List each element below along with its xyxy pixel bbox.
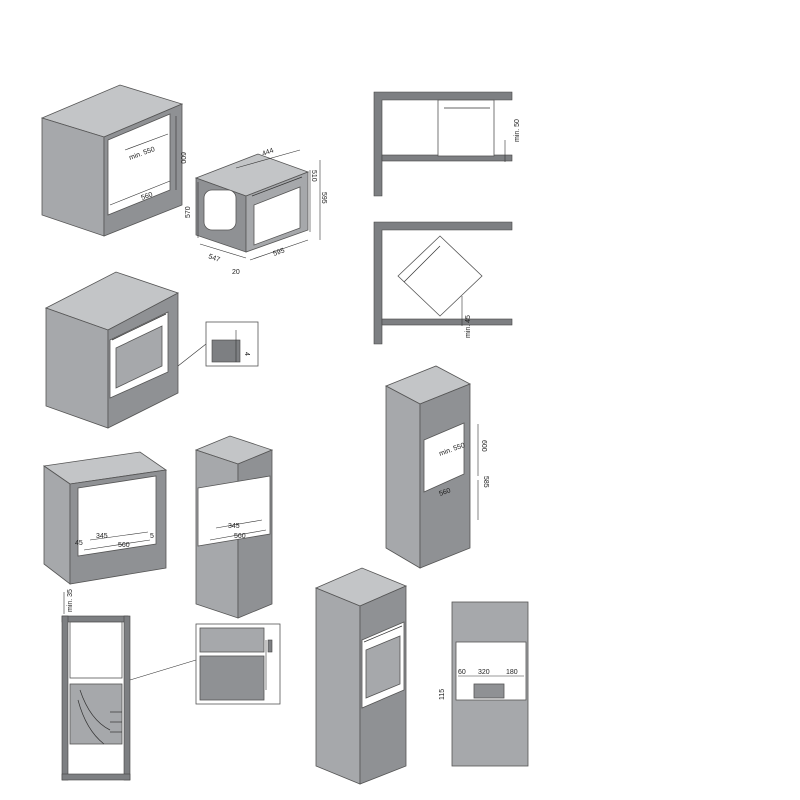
tall-cabinet-opening-figure: 345 560	[194, 435, 274, 619]
tall-cabinet-cutout-figure: min. 550 600 560 585	[385, 365, 489, 569]
dim-oven-total-height: 595	[320, 192, 327, 204]
dim-rear-vent-width: 320	[478, 669, 490, 676]
dim-oven-side-height: 570	[185, 206, 192, 218]
tall-cabinet-oven-figure	[314, 567, 408, 785]
dim-oven-front-height: 510	[310, 170, 317, 182]
dim-tall-cutout-1: 345	[228, 523, 240, 530]
rear-ventilation-figure: 60 320 180 115	[439, 601, 529, 767]
dim-oven-top-depth: 444	[261, 147, 274, 158]
dim-tall-cutout-2: 560	[234, 533, 246, 540]
dim-rear-vent-side: 180	[506, 669, 518, 676]
dim-oven-width: 595	[272, 247, 285, 258]
dim-oven-front-thickness: 20	[232, 269, 240, 276]
corner-installation-figure: min. 45	[373, 221, 513, 345]
dim-rear-vent-top: 60	[458, 669, 466, 676]
ventilation-detail-figure	[195, 623, 281, 705]
dim-top-gap: min. 50	[514, 119, 521, 142]
dim-base-cutout-1: 345	[96, 533, 108, 540]
top-gap-plan-figure: min. 50	[373, 91, 521, 197]
dim-ventilation: min. 35	[67, 589, 74, 612]
dim-base-cutout-2: 560	[118, 542, 130, 549]
base-cabinet-bottom-cutout-figure: 345 560 45 5	[42, 451, 168, 585]
dim-corner-gap: min. 45	[465, 315, 472, 338]
dim-oven-depth: 547	[207, 253, 220, 264]
dim-detail-gap: 4	[243, 352, 250, 356]
dim-rear-vent-height: 115	[439, 689, 446, 700]
base-cabinet-oven-figure: 4	[44, 271, 259, 429]
dim-base-cutout-3: 45	[75, 540, 83, 547]
base-cabinet-cutout-figure: min. 550 600 560	[40, 84, 186, 237]
dim-cabinet-height: 600	[179, 152, 186, 164]
dim-cabinet-width: 560	[140, 191, 153, 202]
oven-dimensions-figure: 444 510 570 595 547 20 595	[185, 147, 327, 276]
dim-base-cutout-4: 5	[150, 533, 154, 540]
ventilation-section-figure: min. 35	[61, 589, 197, 781]
dim-tall-base: 585	[482, 476, 489, 488]
dim-tall-width: 560	[438, 487, 451, 498]
dim-tall-height: 600	[480, 440, 487, 452]
